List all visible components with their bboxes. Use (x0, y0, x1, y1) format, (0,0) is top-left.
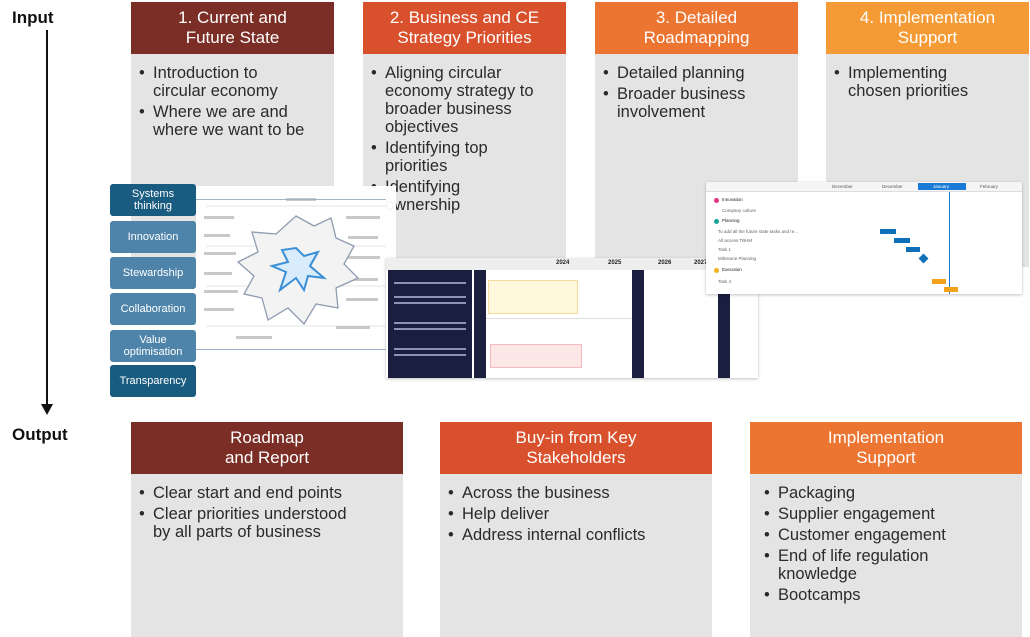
month-label: December (832, 184, 853, 189)
connector-line (196, 199, 386, 200)
bullet: Clear start and end points (139, 484, 395, 502)
stage-bullets: Introduction to circular economy Where w… (131, 54, 334, 139)
bullet: Customer engagement (764, 526, 1014, 544)
stage-bullets: Aligning circular economy strategy to br… (363, 54, 566, 214)
output-label: Output (12, 425, 68, 444)
stage-title: 3. Detailed Roadmapping (595, 2, 798, 54)
flow-arrow-head (41, 404, 53, 415)
maturity-radar-thumbnail (196, 186, 396, 346)
month-label: January (933, 184, 950, 189)
stage-title: 1. Current and Future State (131, 2, 334, 54)
bullet: Identifying top priorities (371, 139, 558, 175)
pillar-value-optimisation: Value optimisation (110, 330, 196, 362)
stage-title: 4. Implementation Support (826, 2, 1029, 54)
year-label: 2024 (556, 260, 570, 266)
year-label: 2026 (658, 260, 672, 266)
gantt-row: Innovation (722, 197, 743, 202)
bullet: Broader business involvement (603, 85, 790, 121)
output-card-implementation-support: Implementation Support Packaging Supplie… (750, 422, 1022, 637)
bullet: Across the business (448, 484, 704, 502)
radar-graphic (204, 198, 386, 339)
connector-line (196, 349, 388, 350)
stage-bullets: Detailed planning Broader business invol… (595, 54, 798, 121)
bullet: Detailed planning (603, 64, 790, 82)
output-title: Implementation Support (750, 422, 1022, 474)
roadmap-table-thumbnail: 2024 2025 2026 2027 (386, 258, 758, 378)
bullet: Identifying ownership (371, 178, 558, 214)
year-label: 2027 (694, 260, 708, 266)
pillar-stewardship: Stewardship (110, 257, 196, 289)
bullet: Packaging (764, 484, 1014, 502)
output-card-roadmap-report: Roadmap and Report Clear start and end p… (131, 422, 403, 637)
bullet: End of life regulation knowledge (764, 547, 1014, 583)
gantt-row: Milestone Planning (718, 256, 757, 261)
bullet: Implementing chosen priorities (834, 64, 1021, 100)
pillar-innovation: Innovation (110, 221, 196, 253)
input-label: Input (12, 8, 54, 27)
bullet: Introduction to circular economy (139, 64, 326, 100)
gantt-row: Task 1 (718, 247, 732, 252)
bullet: Supplier engagement (764, 505, 1014, 523)
bullet: Help deliver (448, 505, 704, 523)
bullet: Aligning circular economy strategy to br… (371, 64, 558, 136)
output-card-stakeholder-buy-in: Buy-in from Key Stakeholders Across the … (440, 422, 712, 637)
flow-arrow-line (46, 30, 48, 408)
bullet: Address internal conflicts (448, 526, 704, 544)
output-title: Buy-in from Key Stakeholders (440, 422, 712, 474)
gantt-row: Planning (722, 218, 740, 223)
stage-bullets: Implementing chosen priorities (826, 54, 1029, 100)
pillar-transparency: Transparency (110, 365, 196, 397)
bullet: Clear priorities understood by all parts… (139, 505, 395, 541)
bullet: Where we are and where we want to be (139, 103, 326, 139)
output-bullets: Packaging Supplier engagement Customer e… (750, 474, 1022, 604)
gantt-chart-thumbnail: December December January February Innov… (706, 182, 1022, 294)
pillar-systems-thinking: Systems thinking (110, 184, 196, 216)
stage-card-strategy-priorities: 2. Business and CE Strategy Priorities A… (363, 2, 566, 267)
output-bullets: Clear start and end points Clear priorit… (131, 474, 403, 541)
year-label: 2025 (608, 260, 622, 266)
gantt-row: To add all the future state tasks and re… (718, 229, 799, 234)
output-title: Roadmap and Report (131, 422, 403, 474)
month-label: December (882, 184, 903, 189)
pillar-collaboration: Collaboration (110, 293, 196, 325)
bullet: Bootcamps (764, 586, 1014, 604)
month-label: February (980, 184, 999, 189)
gantt-row: All access TBHM (718, 238, 753, 243)
gantt-row: Task 4 (718, 279, 732, 284)
gantt-row: Company culture (722, 208, 757, 213)
stage-title: 2. Business and CE Strategy Priorities (363, 2, 566, 54)
gantt-row: Execution (722, 267, 742, 272)
output-bullets: Across the business Help deliver Address… (440, 474, 712, 544)
